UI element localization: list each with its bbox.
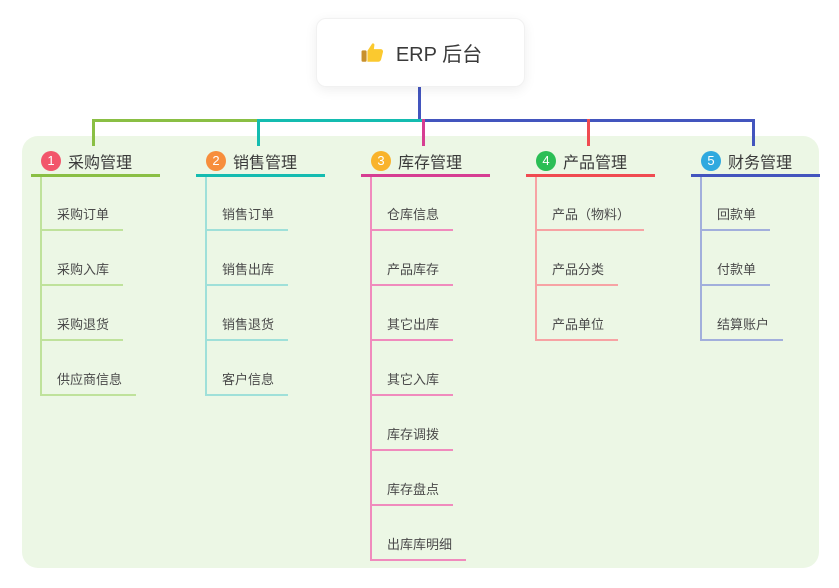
- child-node[interactable]: 销售退货: [205, 316, 289, 341]
- branch-node-4[interactable]: 4 产品管理: [526, 147, 655, 177]
- branch-spine-line: [205, 177, 207, 396]
- child-node[interactable]: 结算账户: [700, 316, 784, 341]
- branch-spine-line: [370, 177, 372, 561]
- root-node[interactable]: ERP 后台: [316, 18, 525, 87]
- branch-spine-line: [535, 177, 537, 341]
- child-node[interactable]: 其它出库: [370, 316, 454, 341]
- child-node[interactable]: 客户信息: [205, 371, 289, 396]
- child-node[interactable]: 供应商信息: [40, 371, 137, 396]
- branch-label: 产品管理: [563, 154, 628, 172]
- child-node[interactable]: 产品（物料）: [535, 206, 645, 231]
- connector-line: [91, 119, 95, 146]
- child-node[interactable]: 库存盘点: [370, 481, 454, 506]
- child-node[interactable]: 库存调拨: [370, 426, 454, 451]
- branch-node-3[interactable]: 3 库存管理: [361, 147, 490, 177]
- branch-node-5[interactable]: 5 财务管理: [691, 147, 820, 177]
- child-node[interactable]: 其它入库: [370, 371, 454, 396]
- root-title: ERP 后台: [395, 44, 483, 66]
- branch-label: 财务管理: [728, 154, 793, 172]
- connector-line: [256, 119, 260, 146]
- branch-number-badge: 4: [536, 150, 556, 171]
- branch-number-badge: 2: [206, 150, 226, 171]
- branch-number-badge: 5: [701, 150, 721, 171]
- child-node[interactable]: 销售订单: [205, 206, 289, 231]
- connector-line: [421, 119, 425, 146]
- child-node[interactable]: 采购订单: [40, 206, 124, 231]
- branch-label: 采购管理: [68, 154, 133, 172]
- connector-line: [751, 119, 755, 146]
- branch-spine-line: [40, 177, 42, 396]
- branch-spine-line: [700, 177, 702, 341]
- connector-line: [91, 119, 257, 122]
- thumbs-up-icon: [361, 43, 383, 62]
- branch-label: 库存管理: [398, 154, 463, 172]
- branch-number-badge: 3: [371, 150, 391, 171]
- branches-panel: [22, 136, 819, 568]
- child-node[interactable]: 仓库信息: [370, 206, 454, 231]
- child-node[interactable]: 付款单: [700, 261, 771, 286]
- child-node[interactable]: 销售出库: [205, 261, 289, 286]
- branch-label: 销售管理: [233, 154, 298, 172]
- branch-node-2[interactable]: 2 销售管理: [196, 147, 325, 177]
- child-node[interactable]: 回款单: [700, 206, 771, 231]
- branch-node-1[interactable]: 1 采购管理: [31, 147, 160, 177]
- connector-line: [418, 85, 421, 122]
- child-node[interactable]: 出库库明细: [370, 536, 467, 561]
- child-node[interactable]: 产品分类: [535, 261, 619, 286]
- connector-line: [256, 119, 422, 122]
- child-node[interactable]: 采购入库: [40, 261, 124, 286]
- connector-line: [586, 119, 590, 146]
- child-node[interactable]: 产品库存: [370, 261, 454, 286]
- child-node[interactable]: 产品单位: [535, 316, 619, 341]
- child-node[interactable]: 采购退货: [40, 316, 124, 341]
- branch-number-badge: 1: [41, 150, 61, 171]
